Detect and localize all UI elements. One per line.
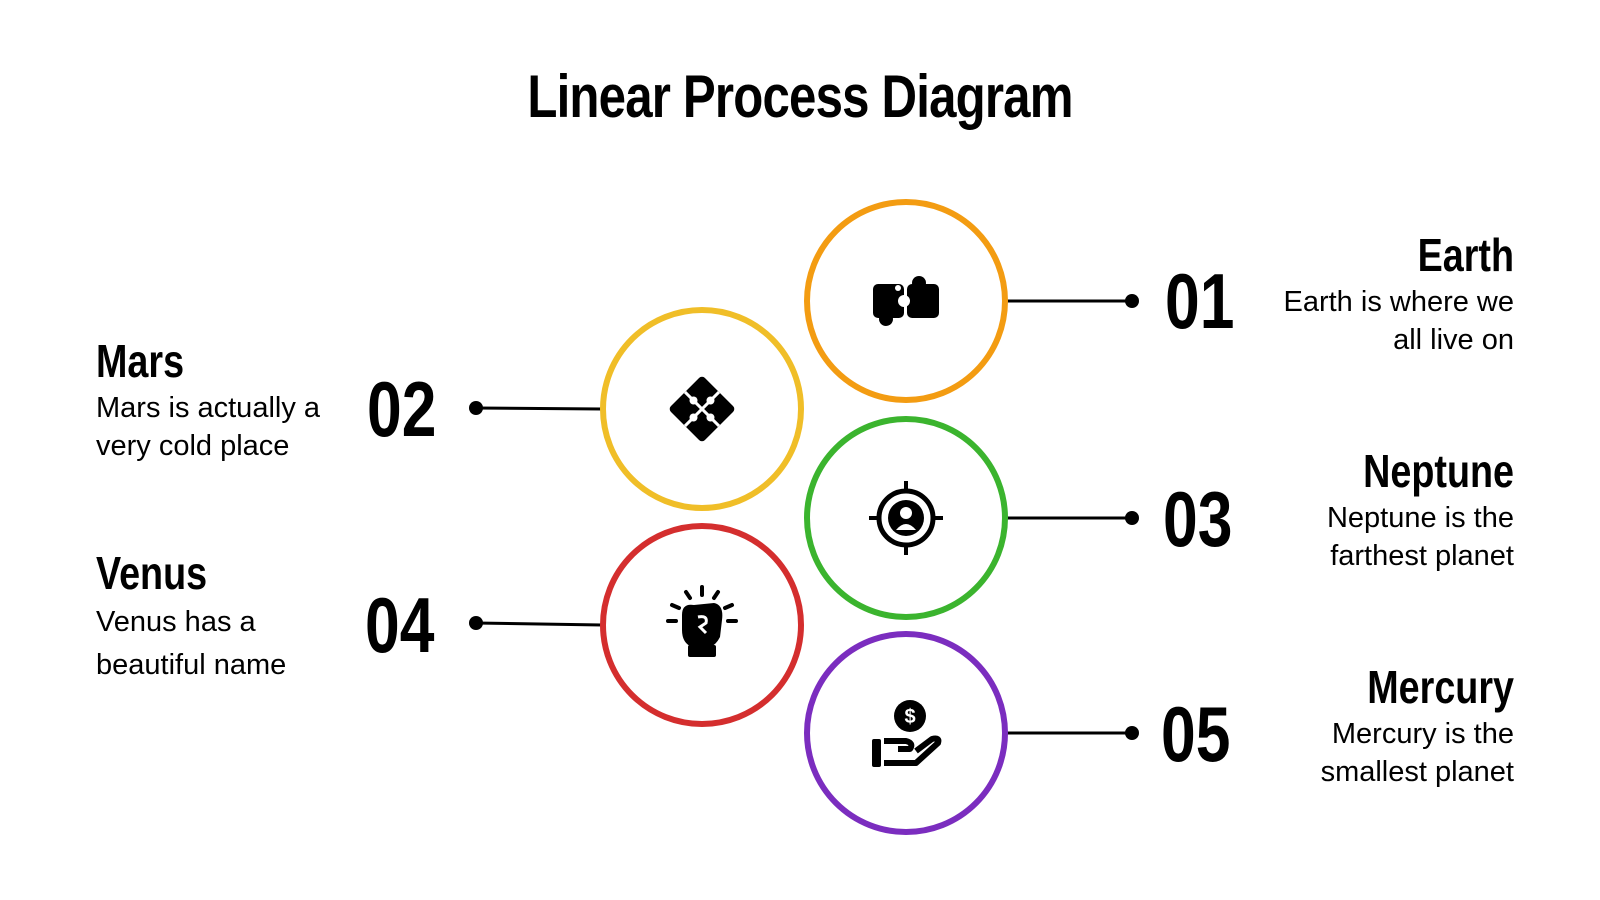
step-title: Mercury — [1367, 661, 1514, 713]
step-desc-line2: beautiful name — [96, 648, 287, 681]
step-title: Neptune — [1363, 445, 1514, 497]
step-desc-line1: Venus has a — [96, 605, 256, 638]
step-number-03: 03 — [1163, 475, 1233, 563]
step-number-04: 04 — [365, 581, 435, 669]
step-text-venus: Venus Venus has a beautiful name — [96, 548, 396, 687]
step-desc-line1: Neptune is the — [1326, 501, 1514, 534]
raised-fist-icon — [666, 585, 738, 657]
connector-03 — [1006, 511, 1139, 525]
step-desc-line2: smallest planet — [1320, 755, 1514, 788]
page-title: Linear Process Diagram — [527, 63, 1073, 130]
connector-04 — [469, 616, 603, 630]
step-text-mars: Mars Mars is actually a very cold place — [96, 336, 396, 465]
step-desc-line2: farthest planet — [1330, 539, 1514, 572]
step-text-mercury: Mercury Mercury is the smallest planet — [1214, 662, 1514, 791]
step-number-01: 01 — [1165, 257, 1235, 345]
connector-02 — [469, 401, 603, 415]
puzzle-pieces-icon — [873, 276, 939, 326]
step-desc-line2: very cold place — [96, 429, 290, 462]
hand-coin-icon: $ — [872, 700, 942, 767]
connector-05 — [1006, 726, 1139, 740]
step-title: Venus — [96, 547, 208, 599]
connector-01 — [1006, 294, 1139, 308]
step-text-neptune: Neptune Neptune is the farthest planet — [1214, 446, 1514, 575]
step-desc-line1: Mercury is the — [1331, 717, 1514, 750]
puzzle-diamond-icon — [669, 376, 735, 442]
step-desc-line1: Mars is actually a — [96, 391, 321, 424]
step-title: Mars — [96, 335, 185, 387]
step-title: Earth — [1417, 229, 1514, 281]
step-desc-line1: Earth is where we — [1283, 285, 1515, 318]
svg-text:$: $ — [904, 706, 915, 728]
step-circle-05 — [804, 631, 1008, 835]
step-number-02: 02 — [367, 365, 437, 453]
step-desc-line2: all live on — [1393, 323, 1514, 356]
step-number-05: 05 — [1161, 690, 1231, 778]
target-user-icon — [869, 481, 943, 555]
step-text-earth: Earth Earth is where we all live on — [1214, 229, 1515, 359]
